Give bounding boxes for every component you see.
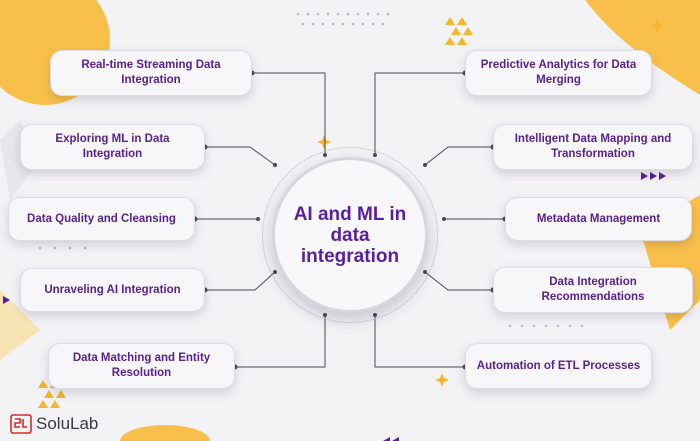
right-item-label: Data Integration Recommendations [541,276,645,303]
right-item-5: Automation of ETL Processes [465,343,652,389]
right-item-label: Intelligent Data Mapping and Transformat… [514,133,672,160]
left-item-label: Exploring ML in Data Integration [55,133,170,160]
left-item-5: Data Matching and Entity Resolution [48,343,235,389]
left-item-2: Exploring ML in Data Integration [20,124,205,170]
left-item-label: Data Quality and Cleansing [27,212,176,225]
left-item-1: Real-time Streaming Data Integration [50,50,252,96]
solulab-logo-icon [10,414,32,434]
brand-logo: SoluLab [10,414,98,434]
dot-grid-top [296,12,390,26]
yellow-shape-left [0,290,40,360]
left-item-3: Data Quality and Cleansing [8,197,195,241]
dot-row-left [38,246,87,250]
dot-row-right [508,324,584,328]
brand-name: SoluLab [36,414,99,433]
purple-arrows-right [641,172,666,180]
sparkle-icon [317,19,664,387]
right-item-1: Predictive Analytics for Data Merging [465,50,652,96]
yellow-blob-top-right [585,0,700,95]
right-item-2: Intelligent Data Mapping and Transformat… [493,124,693,170]
left-item-label: Unraveling AI Integration [44,283,181,296]
left-item-label: Data Matching and Entity Resolution [72,352,211,379]
right-item-label: Automation of ETL Processes [476,359,641,372]
center-ring [262,147,438,323]
left-item-4: Unraveling AI Integration [20,268,205,312]
triangle-pattern-top-right [445,17,473,45]
right-item-4: Data Integration Recommendations [493,267,693,313]
right-item-label: Metadata Management [536,212,661,225]
right-item-label: Predictive Analytics for Data Merging [480,59,637,86]
right-item-3: Metadata Management [505,197,692,241]
center-title: AI and ML in data integration [293,203,407,267]
purple-arrow-left [3,296,10,304]
yellow-blob-bottom [120,425,210,441]
purple-arrows-bottom [383,437,399,441]
left-item-label: Real-time Streaming Data Integration [81,59,221,86]
center-node: AI and ML in data integration [272,157,428,313]
